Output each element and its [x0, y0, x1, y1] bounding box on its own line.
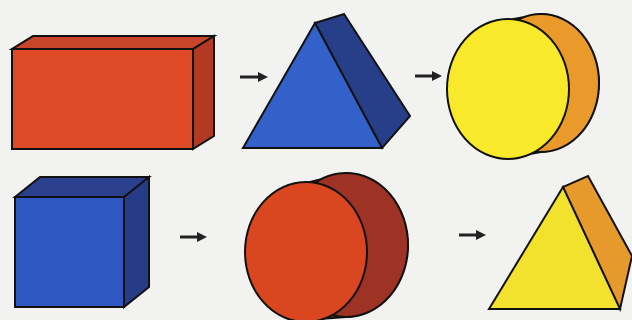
cube-front-face [15, 197, 124, 307]
prism-side-face [193, 36, 214, 149]
red-cylinder [245, 173, 408, 320]
prism-top-face [12, 36, 214, 49]
yellow-cylinder [447, 14, 599, 159]
prism-front-face [12, 49, 193, 149]
cube-side-face [124, 177, 149, 307]
blue-cube [15, 177, 149, 307]
red-rectangular-prism [12, 36, 214, 149]
cylinder-front-face [245, 182, 367, 320]
cylinder-front-face [447, 19, 569, 159]
